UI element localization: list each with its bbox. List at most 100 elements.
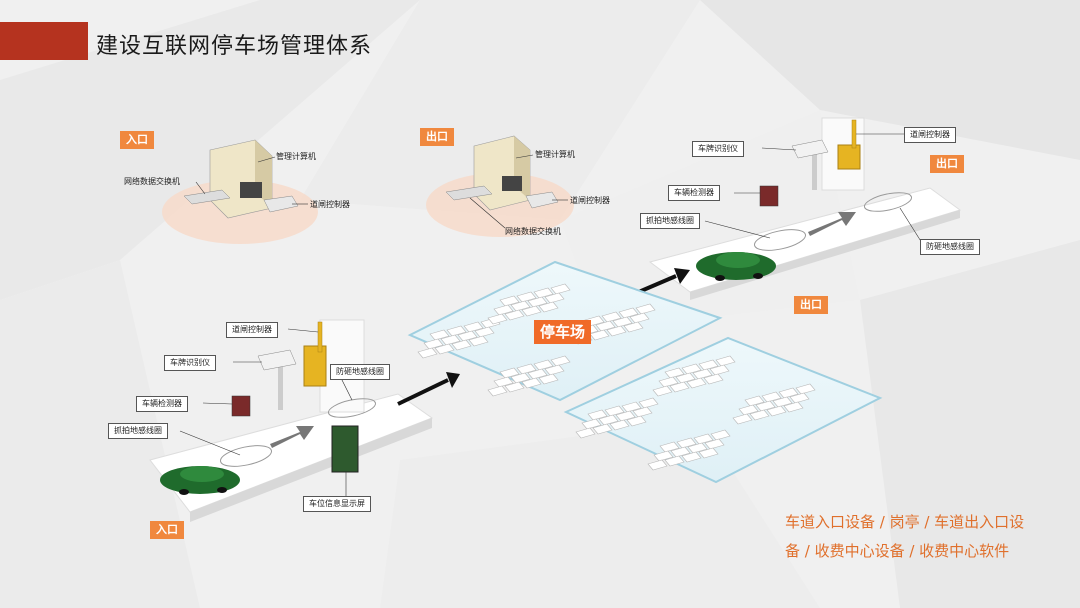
flow-arrow-in [397,378,449,406]
parking-stall [575,427,596,439]
label-mgmt-pc-1: 管理计算机 [276,152,316,161]
exit-tag-top: 出口 [420,128,454,146]
label-space-display: 车位信息显示屏 [303,496,371,512]
camera-pole [278,362,283,410]
entrance-tag-top: 入口 [120,131,154,149]
parking-stall [487,313,508,325]
parking-stall [609,419,630,431]
parking-stall [581,418,602,430]
parking-stall [744,395,765,407]
parking-stall [468,335,489,347]
label-gate-controller-exit: 道闸控制器 [904,127,956,143]
anti-smash-coil-icon [863,192,913,212]
parking-stall [738,404,759,416]
label-vehicle-detector-entry: 车辆检测器 [136,396,188,412]
vehicle-detector-icon [759,185,779,207]
parking-stall [504,309,525,321]
parking-stall [595,320,616,332]
parking-stall [687,442,708,454]
parking-stall [527,368,548,380]
label-net-switch-1: 网络数据交换机 [124,177,180,186]
direction-arrow-icon [270,426,314,448]
parking-stall [664,455,685,467]
label-vehicle-detector-exit: 车辆检测器 [668,185,720,201]
snap-coil-icon [219,445,273,467]
parking-stall [604,405,625,417]
parking-stall [789,392,810,404]
exit-tag-right-top: 出口 [930,155,964,173]
label-gate-ctrl-1: 道闸控制器 [310,200,350,209]
parking-stall [647,459,668,471]
barrier-gate-icon [837,144,861,170]
parking-stall [772,396,793,408]
plate-recognizer-icon [257,349,297,371]
gate-controller-icon [525,191,559,209]
label-snap-coil-exit: 抓拍地感线圈 [640,213,700,229]
summary-line-2: 备 / 收费中心设备 / 收费中心软件 [785,542,1010,560]
parking-stall [516,363,537,375]
parking-lot-label: 停车场 [534,320,592,344]
parking-stall [446,325,467,337]
parking-stall [623,321,644,333]
parking-stall [652,385,673,397]
parking-stall [675,372,696,384]
parking-stall [615,410,636,422]
parking-stall [533,287,554,299]
label-anti-smash-coil-exit: 防砸地感线圈 [920,239,980,255]
parking-stall [681,451,702,463]
parking-stall [487,385,508,397]
parking-stall [686,377,707,389]
parking-stall [658,376,679,388]
parking-stall [693,433,714,445]
parking-stall [434,343,455,355]
parking-stall [669,381,690,393]
parking-stall [510,372,531,384]
parking-stall [589,329,610,341]
parking-stall [499,295,520,307]
parking-stall [795,383,816,395]
parking-stall [587,409,608,421]
parking-stall [778,387,799,399]
entrance-server-group [162,139,318,244]
parking-stall [698,447,719,459]
parking-stall [516,291,537,303]
parking-stall [606,325,627,337]
parking-lot-lower [563,336,883,484]
parking-stall [692,368,713,380]
parking-stall [538,301,559,313]
parking-stall [417,347,438,359]
parking-stall [755,400,776,412]
parking-stall [704,438,725,450]
parking-stall [493,376,514,388]
summary-line-1: 车道入口设备 / 岗亭 / 车道出入口设 [785,513,1025,531]
parking-stall [533,359,554,371]
entrance-lane [149,319,434,522]
monitor-icon [240,182,262,198]
parking-stall [783,401,804,413]
parking-stall [457,330,478,342]
parking-stall [653,450,674,462]
parking-stall [527,296,548,308]
plate-recognizer-icon [791,139,829,159]
parking-stall [710,429,731,441]
parking-stall [429,329,450,341]
network-switch-icon [445,185,493,201]
space-display-icon [331,425,359,473]
parking-stall [676,437,697,449]
entrance-tag-bottom: 入口 [150,521,184,539]
exit-tag-right-mid: 出口 [794,296,828,314]
parking-stall [626,415,647,427]
summary-text: 车道入口设备 / 岗亭 / 车道出入口设 备 / 收费中心设备 / 收费中心软件 [785,508,1055,566]
parking-stall [550,283,571,295]
parking-stall [474,326,495,338]
title-accent-bar [0,22,88,60]
parking-stall [493,304,514,316]
car-icon [696,252,776,281]
parking-stall [538,373,559,385]
monitor-icon [502,176,522,191]
parking-stall [423,338,444,350]
parking-stall [499,367,520,379]
parking-stall [601,311,622,323]
parking-stall [638,397,659,409]
parking-stall [598,414,619,426]
